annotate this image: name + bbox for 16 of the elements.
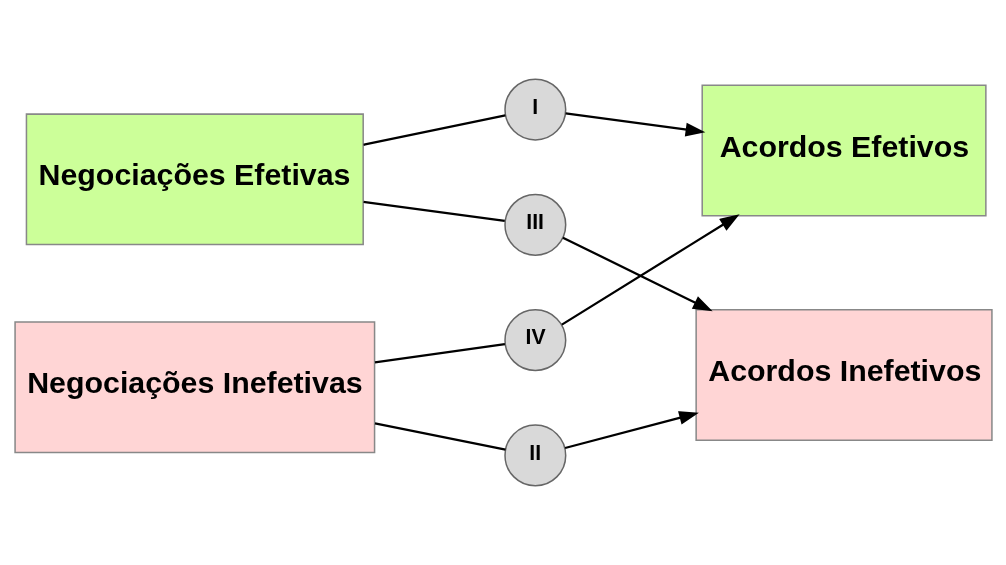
arrow xyxy=(560,214,740,326)
node-box: Negociações Efetivas xyxy=(25,113,364,246)
node-box: Acordos Efetivos xyxy=(700,84,987,217)
node-circle: IV xyxy=(503,309,566,372)
connector xyxy=(362,200,505,223)
arrow xyxy=(561,236,713,312)
connector xyxy=(362,114,506,146)
node-circle: I xyxy=(503,78,566,141)
arrow xyxy=(564,112,705,137)
node-box: Negociações Inefetivas xyxy=(13,321,375,454)
connector xyxy=(374,422,506,451)
connector xyxy=(374,343,505,364)
node-box: Acordos Inefetivos xyxy=(694,309,993,441)
node-circle: II xyxy=(503,424,566,487)
node-circle: III xyxy=(503,193,566,256)
arrow xyxy=(564,411,699,450)
